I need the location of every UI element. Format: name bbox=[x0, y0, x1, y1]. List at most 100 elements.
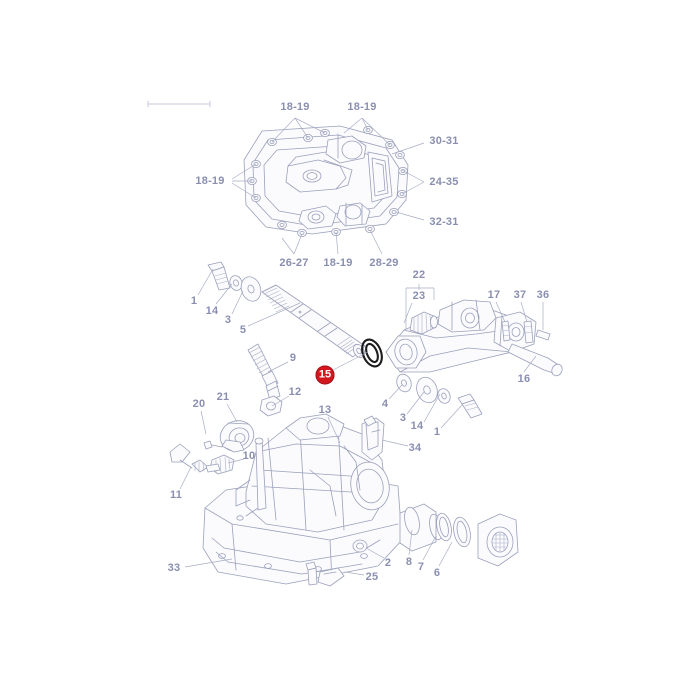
callout-label-28-29[interactable]: 28-29 bbox=[369, 257, 399, 269]
callout-label-23[interactable]: 23 bbox=[412, 290, 426, 302]
part-screw-20 bbox=[203, 440, 223, 450]
callout-label-6[interactable]: 6 bbox=[433, 567, 441, 579]
leader-line bbox=[293, 233, 303, 255]
callout-label-14[interactable]: 14 bbox=[410, 420, 424, 432]
callout-label-1[interactable]: 1 bbox=[190, 295, 198, 307]
main-housing-assembly bbox=[202, 413, 403, 585]
leader-line bbox=[344, 571, 365, 576]
callout-label-17[interactable]: 17 bbox=[487, 289, 501, 301]
leader-line bbox=[343, 117, 363, 134]
part-control-rod-11 bbox=[169, 443, 221, 473]
callout-label-30-31[interactable]: 30-31 bbox=[429, 135, 459, 147]
callout-label-9[interactable]: 9 bbox=[289, 352, 297, 364]
callout-label-1[interactable]: 1 bbox=[433, 426, 441, 438]
part-cam-21 bbox=[219, 420, 255, 453]
leader-line bbox=[179, 466, 192, 490]
part-bracket-34 bbox=[361, 415, 385, 461]
leader-line bbox=[227, 458, 245, 464]
leader-line bbox=[365, 547, 385, 559]
leader-line bbox=[361, 117, 369, 131]
callout-label-16[interactable]: 16 bbox=[517, 373, 531, 385]
part-link-16 bbox=[507, 343, 563, 377]
part-lever-9 bbox=[247, 343, 281, 401]
leader-line bbox=[438, 541, 453, 567]
callout-label-13[interactable]: 13 bbox=[318, 404, 332, 416]
leader-line bbox=[197, 268, 214, 296]
leader-line bbox=[271, 117, 296, 143]
leader-line bbox=[271, 395, 290, 407]
callout-label-32-31[interactable]: 32-31 bbox=[429, 216, 459, 228]
callout-label-5[interactable]: 5 bbox=[239, 324, 247, 336]
leader-line bbox=[281, 237, 295, 255]
leader-line bbox=[423, 393, 441, 423]
leader-line bbox=[327, 416, 341, 444]
callout-label-33[interactable]: 33 bbox=[167, 562, 181, 574]
leader-line bbox=[520, 301, 528, 323]
leader-line bbox=[215, 283, 233, 305]
callout-label-8[interactable]: 8 bbox=[405, 556, 413, 568]
part-plug-2 bbox=[352, 539, 368, 553]
callout-label-18-19[interactable]: 18-19 bbox=[195, 175, 225, 187]
leader-line bbox=[401, 181, 425, 195]
leader-line bbox=[294, 117, 309, 139]
part-bolt-1 bbox=[207, 261, 231, 291]
highlighted-part-badge-15[interactable]: 15 bbox=[315, 365, 335, 385]
leader-line bbox=[267, 361, 289, 373]
leader-line bbox=[523, 355, 537, 373]
leader-line bbox=[440, 404, 463, 429]
leader-line bbox=[395, 211, 425, 221]
bushing-stack bbox=[399, 503, 519, 567]
part-seal-15 bbox=[361, 338, 383, 368]
leader-line bbox=[408, 529, 413, 556]
callout-label-14[interactable]: 14 bbox=[205, 305, 219, 317]
leader-line bbox=[335, 231, 339, 255]
callout-label-3[interactable]: 3 bbox=[224, 314, 232, 326]
callout-label-34[interactable]: 34 bbox=[408, 442, 422, 454]
callout-label-4[interactable]: 4 bbox=[381, 398, 389, 410]
callout-label-2[interactable]: 2 bbox=[384, 557, 392, 569]
callout-label-24-35[interactable]: 24-35 bbox=[429, 176, 459, 188]
scale-bar bbox=[147, 101, 211, 107]
leader-line bbox=[184, 558, 233, 568]
callout-label-7[interactable]: 7 bbox=[417, 561, 425, 573]
leader-line bbox=[369, 229, 383, 255]
cross-shaft-assembly bbox=[207, 261, 383, 368]
leader-line bbox=[406, 391, 425, 415]
callout-label-21[interactable]: 21 bbox=[216, 391, 230, 403]
callout-label-10[interactable]: 10 bbox=[242, 450, 256, 462]
callout-label-18-19[interactable]: 18-19 bbox=[323, 257, 353, 269]
callout-label-11[interactable]: 11 bbox=[169, 489, 183, 501]
callout-label-12[interactable]: 12 bbox=[288, 386, 302, 398]
leader-line bbox=[381, 439, 409, 447]
callout-label-37[interactable]: 37 bbox=[513, 289, 527, 301]
callout-label-18-19[interactable]: 18-19 bbox=[280, 101, 310, 113]
callout-label-25[interactable]: 25 bbox=[365, 571, 379, 583]
leader-line bbox=[226, 403, 238, 423]
part-nut-12 bbox=[259, 395, 283, 417]
part-bearing-housing bbox=[477, 513, 519, 567]
leader-line bbox=[200, 410, 207, 435]
callout-label-36[interactable]: 36 bbox=[536, 289, 550, 301]
part-bracket-22-23 bbox=[405, 287, 438, 335]
part-bolt-1-right bbox=[457, 393, 483, 419]
part-cross-shaft-5 bbox=[261, 284, 366, 358]
leader-line bbox=[403, 302, 413, 324]
callout-leader-lines bbox=[179, 117, 544, 576]
part-ring-7 bbox=[436, 512, 452, 542]
linkage-assembly bbox=[169, 343, 385, 587]
lift-arm-assembly bbox=[385, 287, 563, 419]
callout-label-18-19[interactable]: 18-19 bbox=[347, 101, 377, 113]
callout-label-22[interactable]: 22 bbox=[412, 269, 426, 281]
top-cover-assembly bbox=[243, 125, 409, 237]
part-pin-37 bbox=[523, 320, 534, 344]
leader-line bbox=[294, 117, 326, 134]
callout-label-3[interactable]: 3 bbox=[399, 412, 407, 424]
callout-label-26-27[interactable]: 26-27 bbox=[279, 257, 309, 269]
highlight-leader-line bbox=[332, 351, 369, 371]
callout-label-20[interactable]: 20 bbox=[192, 398, 206, 410]
leader-line bbox=[231, 290, 244, 315]
leader-line bbox=[388, 384, 403, 400]
part-washer-14 bbox=[229, 275, 243, 291]
